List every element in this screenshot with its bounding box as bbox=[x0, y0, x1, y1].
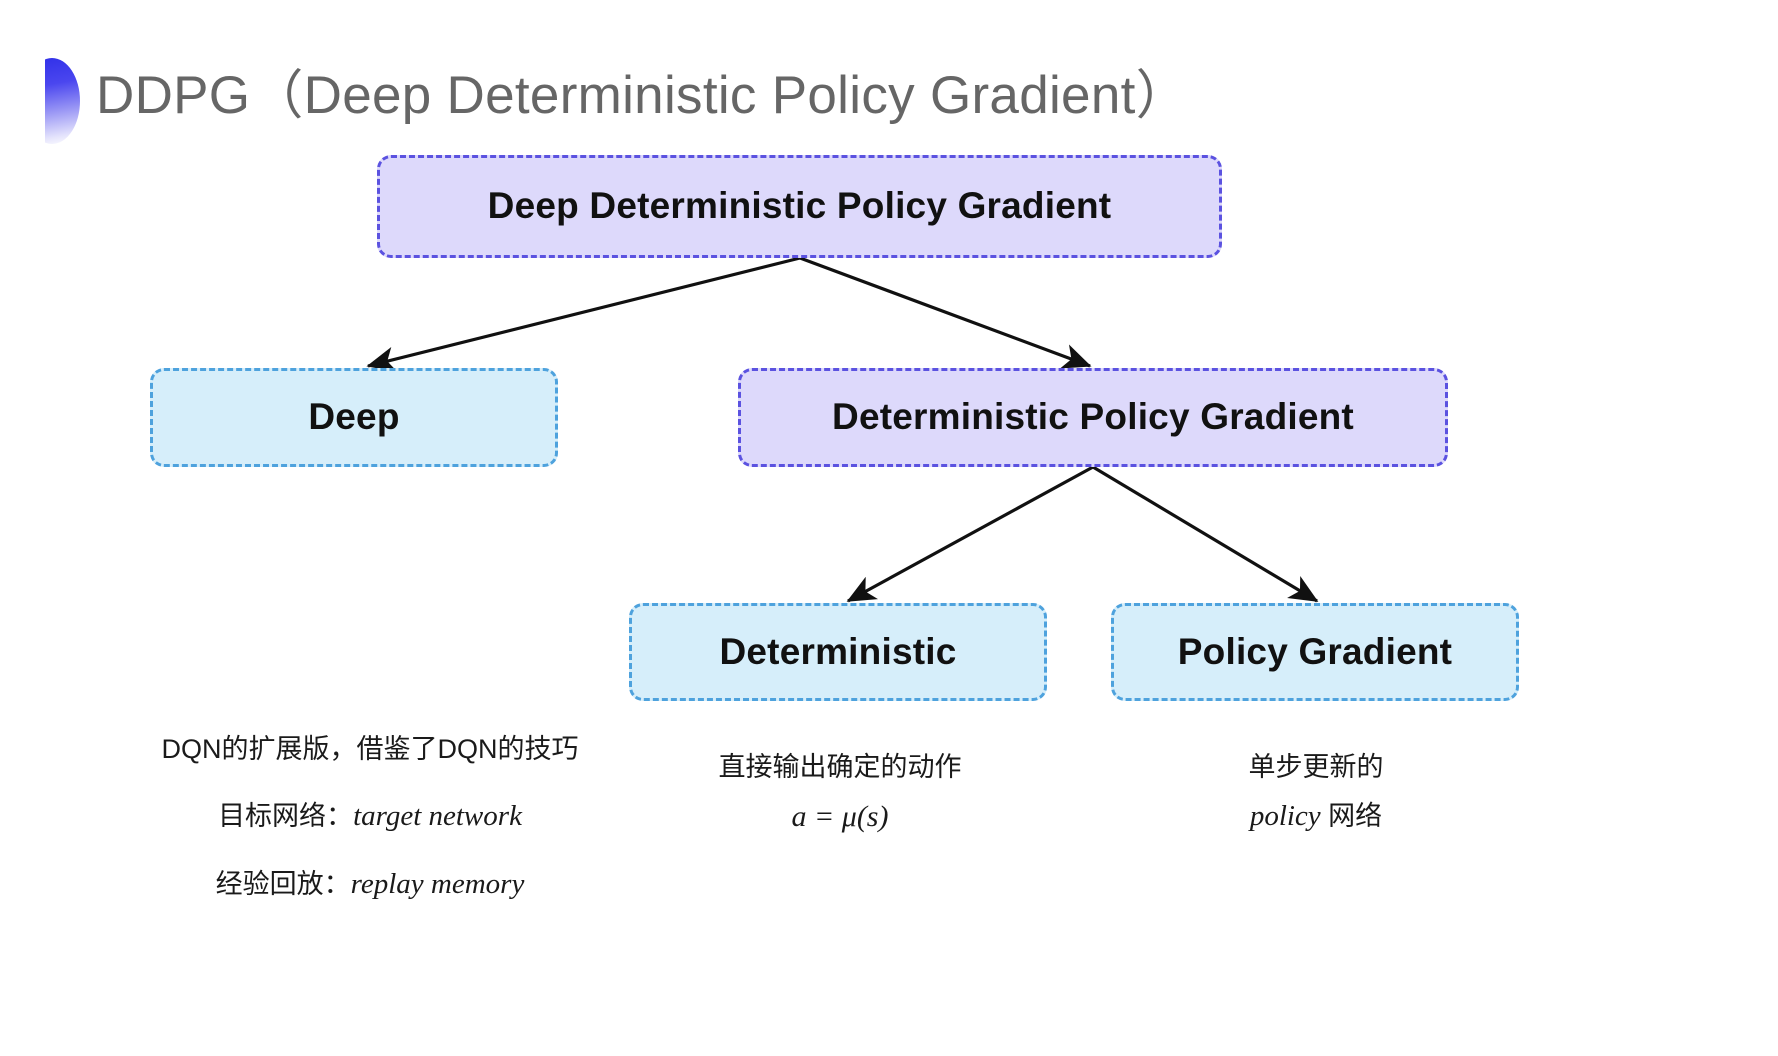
caption-policy-gradient-term: policy bbox=[1249, 800, 1321, 833]
slide-bottom-edge bbox=[0, 1042, 1778, 1056]
caption-deterministic-line-1: 直接输出确定的动作 bbox=[718, 752, 962, 782]
edge-root-to-dpg bbox=[799, 256, 1092, 369]
node-deterministic-policy-gradient[interactable]: Deterministic Policy Gradient bbox=[738, 368, 1448, 467]
title-accent-mask bbox=[0, 48, 45, 154]
page-title: DDPG（Deep Deterministic Policy Gradient） bbox=[96, 66, 1189, 125]
caption-deep-line-3-term: replay memory bbox=[350, 868, 525, 901]
caption-deep-line-3: 经验回放：replay memory bbox=[120, 863, 620, 905]
caption-deterministic: 直接输出确定的动作 a = μ(s) bbox=[675, 748, 1005, 847]
caption-deep-line-2-term: target network bbox=[353, 800, 522, 833]
edge-dpg-to-policy-gradient bbox=[1092, 465, 1319, 603]
caption-deep-line-2-label: 目标网络： bbox=[218, 801, 354, 832]
caption-policy-gradient-tail: 网络 bbox=[1320, 801, 1383, 832]
node-deep[interactable]: Deep bbox=[150, 368, 558, 467]
caption-deep: DQN的扩展版，借鉴了DQN的技巧 目标网络：target network 经验… bbox=[120, 730, 620, 905]
edge-dpg-to-deterministic bbox=[846, 465, 1094, 603]
node-deep-deterministic-policy-gradient[interactable]: Deep Deterministic Policy Gradient bbox=[377, 155, 1222, 258]
caption-deep-line-2: 目标网络：target network bbox=[120, 795, 620, 837]
edge-root-to-deep bbox=[366, 256, 801, 372]
caption-policy-gradient: 单步更新的 policy 网络 bbox=[1160, 748, 1472, 845]
caption-policy-gradient-line-1: 单步更新的 bbox=[1248, 752, 1384, 782]
caption-policy-gradient-line-2: policy 网络 bbox=[1160, 795, 1472, 837]
node-policy-gradient[interactable]: Policy Gradient bbox=[1111, 603, 1519, 701]
node-deterministic[interactable]: Deterministic bbox=[629, 603, 1047, 701]
caption-deep-line-1: DQN的扩展版，借鉴了DQN的技巧 bbox=[161, 734, 579, 764]
caption-deep-line-3-label: 经验回放： bbox=[215, 869, 351, 900]
caption-deterministic-formula: a = μ(s) bbox=[791, 800, 889, 834]
